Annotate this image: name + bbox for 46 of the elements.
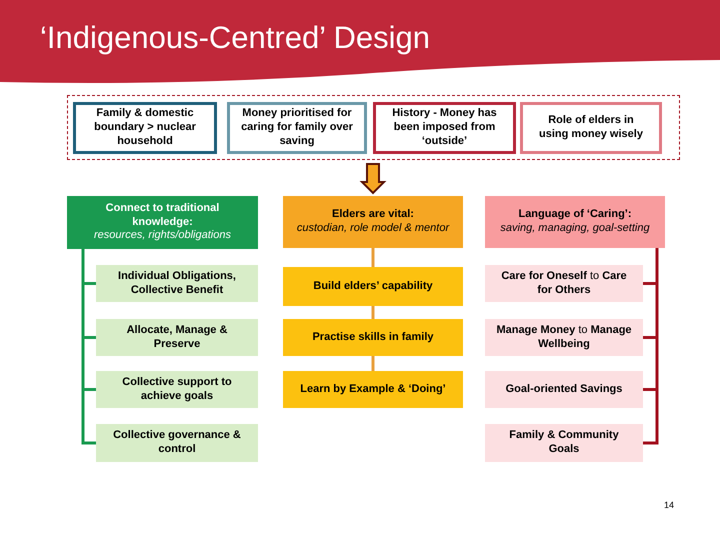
- item-box: [283, 267, 463, 306]
- heading-box: [67, 196, 258, 249]
- box-heading: Allocate, Manage & Preserve: [126, 324, 228, 352]
- box-heading: Elders are vital:: [332, 208, 414, 222]
- box-heading: Care for Oneself to Care for Others: [500, 270, 628, 298]
- box-heading: Individual Obligations, Collective Benefit: [117, 270, 237, 298]
- item-box: [96, 319, 258, 356]
- page-number: 14: [664, 500, 674, 510]
- box-heading: Goal-oriented Savings: [506, 382, 622, 396]
- box-subtext: resources, rights/obligations: [94, 229, 231, 244]
- outlined-box: [227, 102, 367, 154]
- box-heading: Build elders’ capability: [313, 280, 433, 294]
- item-box: [485, 371, 643, 408]
- item-box: [96, 424, 258, 462]
- box-heading: Learn by Example & ‘Doing’: [300, 382, 446, 396]
- box-heading: Family & domestic boundary > nuclear household: [93, 107, 197, 149]
- item-box: [485, 424, 643, 462]
- box-heading: Collective support to achieve goals: [121, 376, 233, 404]
- box-heading: Connect to traditional knowledge:: [104, 202, 220, 230]
- connector-line: [372, 356, 374, 371]
- connector-line: [372, 248, 374, 267]
- box-heading: Money prioritised for caring for family over saving: [240, 107, 354, 149]
- box-heading: History - Money has been imposed from ‘outside’: [391, 107, 498, 149]
- outlined-box: [373, 102, 516, 154]
- connector-line: [372, 306, 374, 319]
- heading-box: [283, 196, 463, 248]
- block-arrow: [360, 163, 386, 194]
- item-box: [485, 265, 643, 302]
- heading-box: [485, 196, 665, 248]
- box-heading: Manage Money to Manage Wellbeing: [495, 324, 633, 352]
- item-box: [96, 265, 258, 302]
- outlined-box: [520, 102, 662, 154]
- dashed-group-frame: [67, 95, 680, 160]
- item-box: [485, 319, 643, 356]
- slide-title: ‘Indigenous-Centred’ Design: [40, 20, 430, 56]
- box-heading: Collective governance & control: [112, 429, 242, 457]
- box-heading: Language of ‘Caring’:: [518, 208, 632, 222]
- box-subtext: saving, managing, goal-setting: [500, 222, 650, 236]
- item-box: [283, 319, 463, 356]
- box-heading: Role of elders in using money wisely: [538, 114, 644, 142]
- outlined-box: [73, 102, 217, 154]
- box-subtext: custodian, role model & mentor: [296, 222, 450, 236]
- box-heading: Family & Community Goals: [508, 429, 620, 457]
- box-heading: Practise skills in family: [312, 330, 434, 344]
- item-box: [283, 371, 463, 408]
- item-box: [96, 371, 258, 408]
